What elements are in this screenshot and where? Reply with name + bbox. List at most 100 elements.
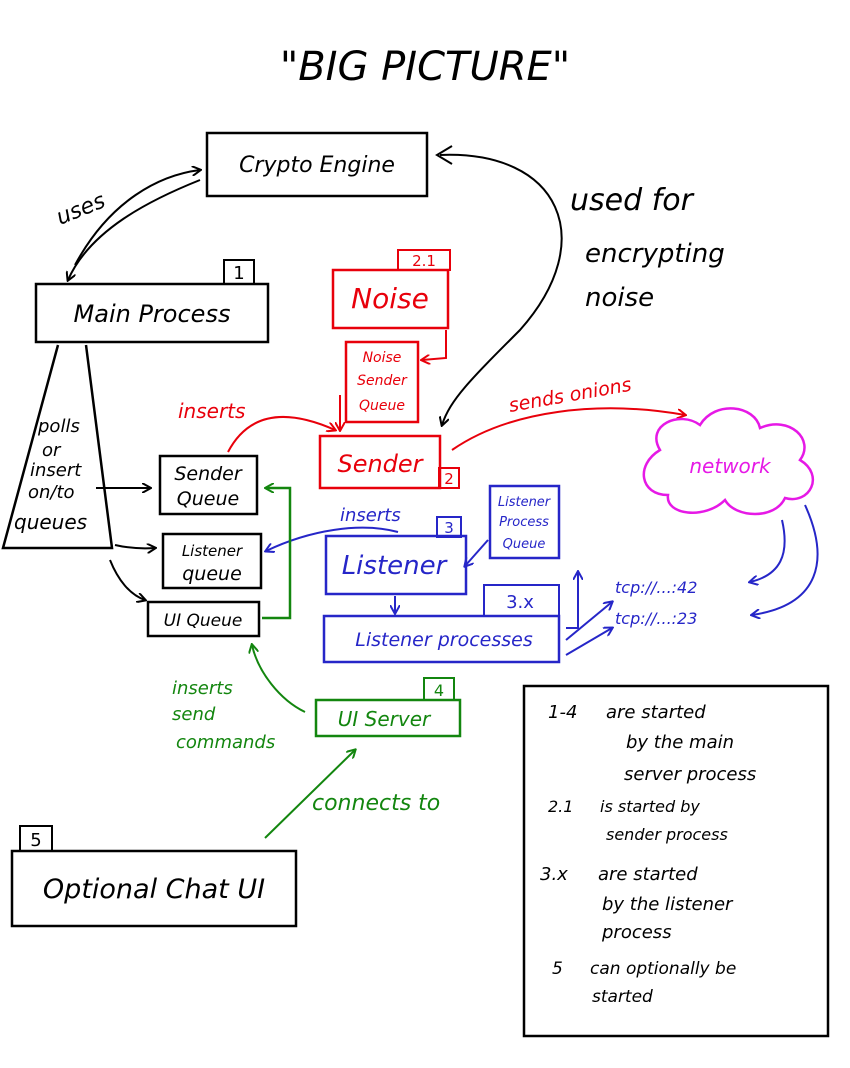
network-cloud: network <box>642 407 814 516</box>
inserts-blue-label: inserts <box>340 505 401 526</box>
note-4-line-1: can optionally be <box>590 959 736 979</box>
sender-label: Sender <box>337 450 424 478</box>
connects-to-label: connects to <box>312 791 440 816</box>
crypto-engine-node: Crypto Engine <box>205 131 429 198</box>
ui-server-badge-label: 4 <box>434 681 444 700</box>
ui-server-badge <box>423 677 455 701</box>
listener-queue-line-2: queue <box>182 563 242 585</box>
lpq-line-1: Listener <box>498 495 552 510</box>
sender-queue-line-2: Queue <box>177 488 239 510</box>
noise-queue-line-2: Sender <box>357 373 408 389</box>
noise-badge <box>397 249 451 271</box>
listener-node: Listener 3 <box>324 516 468 596</box>
noise-badge-label: 2.1 <box>412 252 436 270</box>
polls-line-1: polls <box>37 416 80 437</box>
ui-queue-node: UI Queue <box>146 600 261 638</box>
note-3-line-3: process <box>601 922 672 943</box>
notes-box: 1-4 are started by the main server proce… <box>522 684 830 1038</box>
inserts-send-line-2: send <box>172 704 216 725</box>
ui-server-node: UI Server 4 <box>314 677 462 738</box>
note-3-line-1: are started <box>598 864 698 885</box>
note-4-line-2: started <box>592 987 653 1007</box>
inserts-send-line-1: inserts <box>172 678 233 699</box>
diagram-title: "BIG PICTURE" <box>280 44 570 90</box>
processes-to-tcp42-arrow <box>565 602 612 641</box>
note-1-line-2: by the main <box>626 732 734 753</box>
note-3-number: 3.x <box>540 864 568 885</box>
network-label: network <box>689 454 772 478</box>
inserts-red-arrow <box>227 416 335 453</box>
processes-to-tcp23-arrow <box>565 628 612 656</box>
listener-badge <box>436 516 462 538</box>
used-for-line-1: used for <box>570 183 695 218</box>
sender-node: Sender 2 <box>318 434 460 490</box>
main-process-label: Main Process <box>74 300 231 328</box>
chat-ui-label: Optional Chat UI <box>43 874 265 905</box>
note-2-line-1: is started by <box>600 797 700 816</box>
used-for-line-3: noise <box>585 283 654 313</box>
noise-label: Noise <box>351 282 429 315</box>
ui-queue-label: UI Queue <box>164 611 243 631</box>
listener-queue-line-1: Listener <box>182 542 243 560</box>
lpq-to-listener-arrow <box>465 539 489 566</box>
uses-label: uses <box>53 189 109 231</box>
ui-server-label: UI Server <box>338 707 432 731</box>
uses-arrow-to-main <box>68 179 201 280</box>
listener-process-queue-node: Listener Process Queue <box>488 484 561 560</box>
sender-badge-label: 2 <box>444 470 454 488</box>
listener-processes-label: Listener processes <box>355 629 533 651</box>
polls-line-2: or <box>42 440 62 461</box>
note-4-number: 5 <box>552 959 563 979</box>
lpq-line-3: Queue <box>503 537 546 552</box>
processes-to-lpq-arrow <box>566 572 578 629</box>
note-1-line-3: server process <box>624 764 756 785</box>
note-1-number: 1-4 <box>548 702 577 723</box>
sender-queue-line-1: Sender <box>174 463 243 485</box>
uses-arrow-to-engine <box>74 170 200 266</box>
tcp-42-label: tcp://...:42 <box>615 578 697 597</box>
listener-badge-label: 3 <box>444 519 454 537</box>
inserts-blue-arrow <box>266 526 399 551</box>
polls-arrow-listener-queue <box>114 545 155 548</box>
chat-ui-badge-label: 5 <box>30 830 41 851</box>
noise-queue-line-1: Noise <box>363 350 402 366</box>
noise-node: Noise 2.1 <box>331 249 451 330</box>
note-2-line-2: sender process <box>606 825 728 844</box>
ui-queue-to-sender-queue-arrow <box>262 488 292 620</box>
chat-ui-badge <box>19 825 53 852</box>
main-process-node: Main Process 1 <box>34 259 270 344</box>
lpq-line-2: Process <box>499 515 549 530</box>
polls-trapezoid <box>1 344 114 550</box>
inserts-red-label: inserts <box>178 399 245 423</box>
engine-arrowhead <box>435 145 453 165</box>
inserts-send-line-3: commands <box>176 732 275 753</box>
listener-queue-node: Listener queue <box>161 532 263 590</box>
note-3-line-2: by the listener <box>602 894 734 915</box>
inserts-send-arrow <box>252 645 306 713</box>
main-process-badge-label: 1 <box>233 263 244 284</box>
listener-processes-badge-label: 3.x <box>506 592 534 613</box>
listener-processes-node: Listener processes 3.x <box>322 584 561 664</box>
crypto-engine-label: Crypto Engine <box>239 153 395 178</box>
chat-ui-node: Optional Chat UI 5 <box>10 825 298 928</box>
noise-queue-line-3: Queue <box>359 398 405 414</box>
sends-onions-arrow <box>451 407 685 451</box>
note-1-line-1: are started <box>606 702 706 723</box>
noise-to-queue-arrow <box>422 330 447 360</box>
polls-arrow-ui-queue <box>109 559 145 600</box>
network-to-tcp42-arrow <box>750 519 786 582</box>
tcp-23-label: tcp://...:23 <box>615 609 697 628</box>
network-to-tcp23-arrow <box>752 504 819 615</box>
sender-badge <box>438 467 460 489</box>
polls-line-4: on/to <box>28 482 75 503</box>
engine-to-sender-arrow <box>440 153 563 425</box>
connects-to-arrow <box>264 750 355 839</box>
note-2-number: 2.1 <box>548 797 573 816</box>
sender-queue-node: Sender Queue <box>158 454 259 516</box>
polls-line-5: queues <box>14 510 87 534</box>
polls-line-3: insert <box>30 460 82 481</box>
listener-label: Listener <box>342 551 449 581</box>
noise-sender-queue-node: Noise Sender Queue <box>344 340 420 424</box>
used-for-line-2: encrypting <box>585 239 725 269</box>
